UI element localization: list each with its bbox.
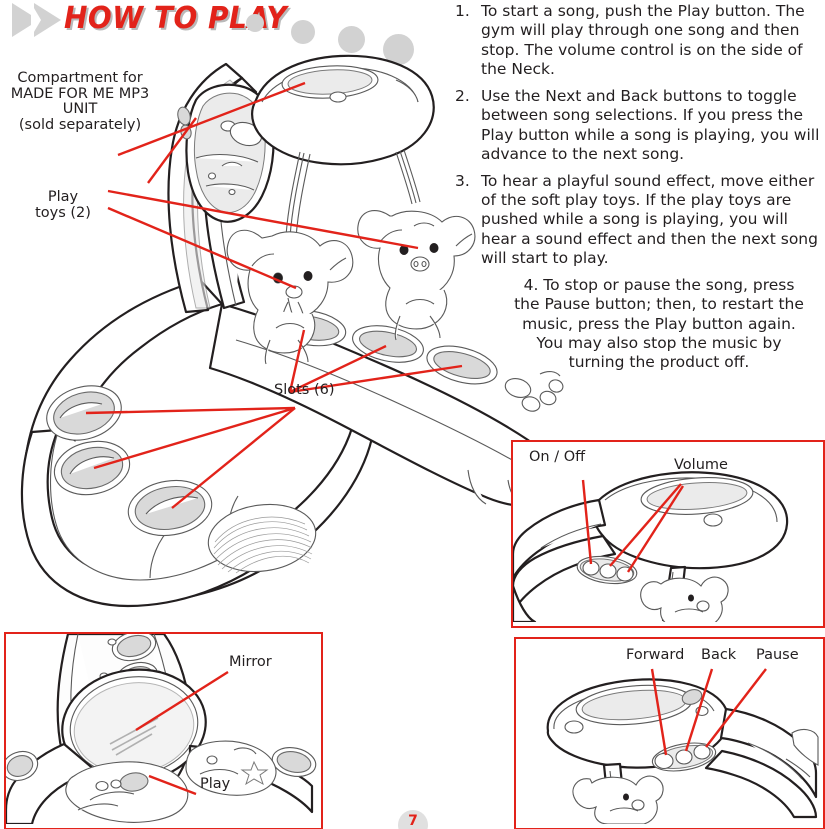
instruction-number-1: 1. bbox=[455, 2, 470, 20]
leader-lines bbox=[85, 81, 463, 509]
speaker-pod bbox=[251, 54, 435, 166]
pause-label: Pause bbox=[756, 647, 799, 663]
on-off-volume-inset: On / Off Volume bbox=[511, 440, 825, 628]
forward-label: Forward bbox=[626, 647, 685, 663]
instruction-item-3: 3. To hear a playful sound effect, move … bbox=[455, 172, 823, 269]
page-number: 7 bbox=[398, 810, 428, 829]
mirror-play-inset: Mirror Play bbox=[4, 632, 323, 829]
slot-group-left bbox=[46, 385, 213, 537]
plush-pad-right bbox=[185, 740, 277, 796]
plush-pad-play bbox=[65, 761, 189, 823]
control-panel-buttons bbox=[504, 371, 564, 412]
transport-buttons-inset: Forward Back Pause bbox=[514, 637, 825, 829]
play-label: Play bbox=[200, 776, 231, 792]
plush-toy-right bbox=[357, 210, 476, 341]
header-dot-3 bbox=[338, 26, 365, 53]
header-dot-1 bbox=[246, 14, 264, 32]
textured-pad bbox=[207, 503, 317, 574]
instruction-text-2: Use the Next and Back buttons to toggle … bbox=[481, 86, 820, 164]
slots-callout: Slots (6) bbox=[274, 382, 335, 398]
instruction-text-3: To hear a playful sound effect, move eit… bbox=[481, 171, 818, 268]
instruction-number-2: 2. bbox=[455, 86, 470, 105]
double-chevron-play-icon bbox=[12, 3, 84, 37]
on-off-label: On / Off bbox=[529, 449, 586, 465]
mirror-disc bbox=[61, 668, 207, 784]
baby-gym-diagram bbox=[0, 40, 620, 620]
play-toys-callout: Play toys (2) bbox=[35, 189, 91, 221]
back-button bbox=[675, 749, 693, 765]
forward-button bbox=[654, 752, 674, 770]
instruction-item-2: 2. Use the Next and Back buttons to togg… bbox=[455, 87, 823, 165]
back-label: Back bbox=[701, 647, 737, 663]
instruction-item-1: 1. To start a song, push the Play button… bbox=[455, 2, 823, 80]
header-dot-2 bbox=[291, 20, 315, 44]
instruction-list: 1. To start a song, push the Play button… bbox=[455, 2, 823, 373]
volume-button-1 bbox=[599, 563, 617, 579]
pause-button bbox=[693, 744, 711, 760]
plush-toy-left bbox=[226, 229, 354, 365]
compartment-callout: Compartment for MADE FOR ME MP3 UNIT (so… bbox=[10, 70, 150, 133]
transport-button-row bbox=[651, 742, 717, 772]
instruction-number-3: 3. bbox=[455, 171, 470, 190]
instruction-item-4: 4. To stop or pause the song, press the … bbox=[514, 275, 804, 372]
volume-label: Volume bbox=[674, 457, 728, 473]
page-header: HOW TO PLAY bbox=[0, 0, 430, 65]
mirror-label: Mirror bbox=[229, 654, 272, 670]
instruction-text-1: To start a song, push the Play button. T… bbox=[481, 2, 805, 79]
